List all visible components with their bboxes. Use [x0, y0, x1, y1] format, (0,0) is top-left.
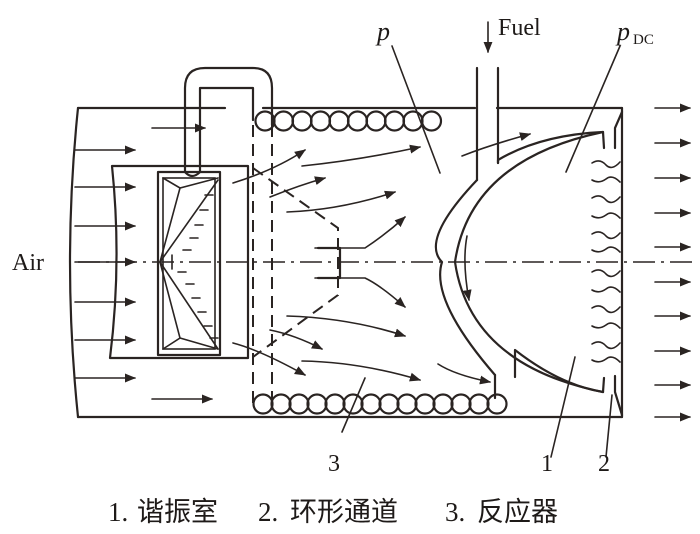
flame-wave: [591, 231, 621, 240]
annular-channel-flames: [591, 160, 621, 363]
reactor-coil-bottom: [252, 393, 508, 415]
legend-item-3-text: 反应器: [477, 497, 558, 527]
duct-walls: [68, 106, 624, 419]
flame-holder: [156, 170, 222, 357]
flame-wave: [591, 356, 621, 363]
callout-2: 2: [598, 451, 610, 477]
coil-turn: [270, 393, 292, 415]
air-label: Air: [12, 250, 44, 276]
resonator-pressure-label: p: [615, 17, 630, 46]
pressure-label: p: [375, 17, 390, 46]
coil-turn: [288, 393, 310, 415]
fuel-pipe: [475, 21, 500, 182]
flame-wave: [591, 322, 621, 329]
coil-turn: [360, 393, 382, 415]
legend-caption: 1. 谐振室 2. 环形通道 3. 反应器: [108, 497, 558, 527]
dome-flow-arrow: [462, 235, 472, 302]
inlet-liner: [108, 164, 250, 360]
reactor-coil-top: [254, 110, 443, 132]
coil-turn: [414, 393, 436, 415]
inlet-arrows: [74, 123, 214, 404]
resonator-tube: [183, 66, 274, 178]
coil-turn: [324, 393, 346, 415]
legend-item-1-number: 1.: [108, 497, 128, 527]
leader-2: [605, 394, 613, 458]
coil-turn: [432, 393, 454, 415]
flame-wave: [591, 305, 621, 314]
flame-wave: [591, 195, 621, 204]
outlet-arrows: [654, 103, 692, 422]
flow-arrows: [232, 132, 532, 385]
coil-turn: [383, 110, 406, 132]
coil-turn: [396, 393, 418, 415]
combustion-dome: [434, 110, 624, 417]
coil-turn: [306, 393, 328, 415]
legend-item-3-number: 3.: [445, 497, 465, 527]
flame-wave: [591, 160, 621, 169]
coil-turn: [346, 110, 369, 132]
coil-turn: [450, 393, 472, 415]
callout-3: 3: [328, 451, 340, 477]
duct-inlet-edge: [68, 106, 80, 419]
flame-wave: [591, 269, 621, 278]
flame-wave: [591, 286, 621, 293]
legend-item-1-text: 谐振室: [137, 497, 218, 527]
resonator-pressure-subscript: DC: [633, 32, 654, 48]
coil-turn: [342, 393, 364, 415]
coil-turn: [272, 110, 295, 132]
coil-turn: [309, 110, 332, 132]
center-bluff-body: [316, 246, 342, 280]
coil-turn: [291, 110, 313, 132]
legend-item-2-text: 环形通道: [290, 497, 398, 527]
coil-turn: [486, 393, 508, 415]
coil-turn: [365, 110, 387, 132]
leader-pdc: [565, 45, 621, 173]
flame-wave: [591, 341, 621, 350]
flame-wave: [591, 212, 621, 219]
leader-3: [341, 377, 366, 433]
coil-turn: [328, 110, 350, 132]
fuel-label: Fuel: [498, 15, 541, 41]
coil-turn: [420, 110, 443, 132]
leader-lines: [341, 45, 621, 458]
coil-turn: [378, 393, 400, 415]
leader-p: [391, 45, 441, 174]
flame-wave: [591, 176, 621, 183]
coil-turn: [252, 393, 274, 415]
legend-item-2-number: 2.: [258, 497, 278, 527]
reactor-dashed-liner: [252, 125, 339, 405]
coil-turn: [468, 393, 490, 415]
flame-wave: [591, 246, 621, 253]
swirl-vanes: [171, 194, 219, 339]
leader-1: [550, 356, 576, 458]
callout-1: 1: [541, 451, 553, 477]
